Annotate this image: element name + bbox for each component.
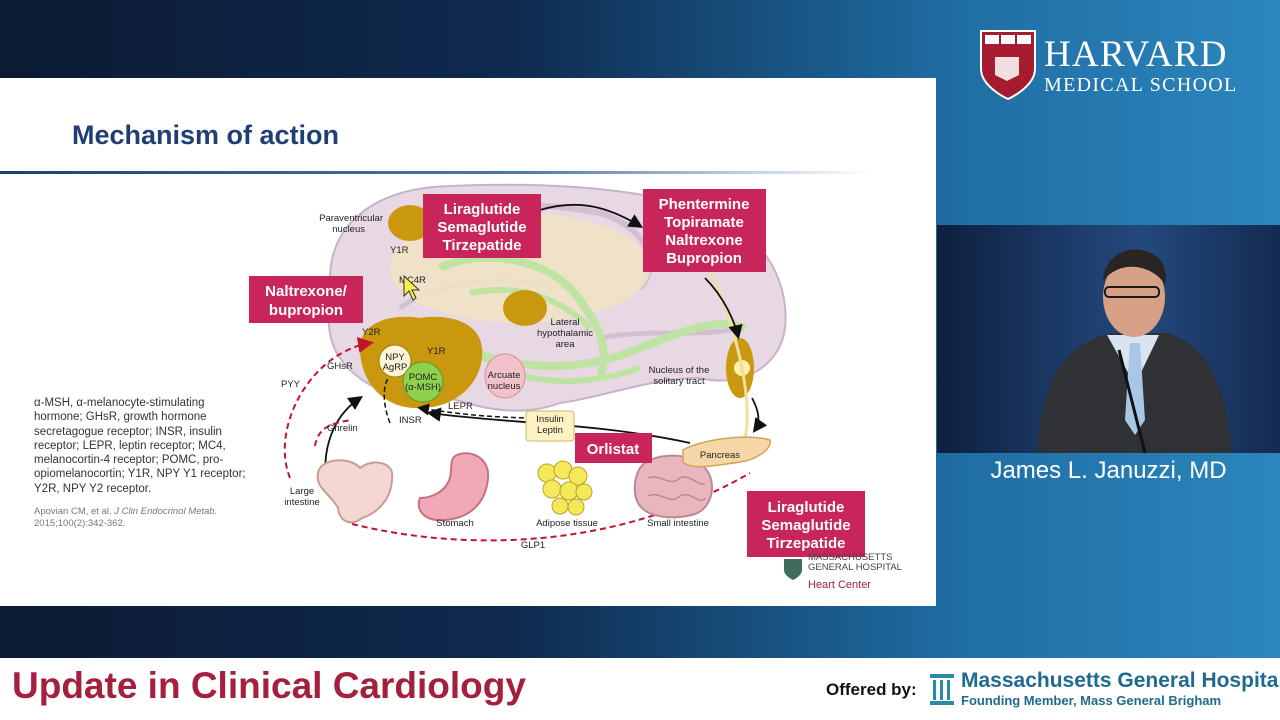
label-ghsr: GHsR (327, 361, 353, 372)
drug-orlistat: Orlistat (587, 441, 640, 458)
drug-naltrexone-line1: Naltrexone/ (265, 283, 348, 300)
citation-journal: J Clin Endocrinol Metab. (114, 506, 218, 517)
label-y2r: Y2R (362, 327, 381, 338)
label-arcuate-2: nucleus (488, 381, 521, 392)
speaker-figure (1037, 249, 1232, 453)
mouse-cursor-icon (403, 274, 421, 301)
mgh-subtitle: Founding Member, Mass General Brigham (961, 693, 1222, 708)
label-lateral-1: Lateral (550, 317, 579, 328)
drug-combo-line4: Bupropion (666, 250, 742, 267)
mechanism-diagram: Liraglutide Semaglutide Tirzepatide Phen… (249, 183, 902, 591)
mgh-heart-center-shield-icon (784, 559, 802, 580)
citation-authors: Apovian CM, et al. (34, 506, 115, 517)
drug-box-glp1-top: Liraglutide Semaglutide Tirzepatide (423, 194, 541, 258)
label-pomc: POMC (409, 372, 438, 383)
drug-glp1-top-line1: Liraglutide (444, 201, 521, 218)
slide: Mechanism of action α-MSH, α-melanocyte-… (0, 78, 936, 606)
drug-combo-line1: Phentermine (659, 196, 750, 213)
label-arcuate-1: Arcuate (488, 370, 521, 381)
drug-box-combo: Phentermine Topiramate Naltrexone Buprop… (643, 189, 766, 272)
label-paraventricular-1: Paraventricular (319, 213, 383, 224)
mgh-line3: Heart Center (808, 579, 871, 591)
label-insulin: Insulin (536, 414, 563, 425)
footer: Update in Clinical Cardiology Offered by… (0, 658, 1280, 720)
drug-glp1-bottom-line2: Semaglutide (761, 517, 850, 534)
insulin-leptin-box (525, 410, 575, 442)
drug-box-naltrexone: Naltrexone/ bupropion (249, 276, 363, 323)
large-intestine-shape (316, 459, 394, 524)
mgh-logo-icon (930, 674, 954, 705)
drug-combo-line3: Naltrexone (665, 232, 743, 249)
label-pyy: PYY (281, 379, 301, 390)
label-y1r-top: Y1R (390, 245, 409, 256)
mgh-line2: GENERAL HOSPITAL (808, 562, 902, 573)
label-leptin: Leptin (537, 425, 563, 436)
citation: Apovian CM, et al. J Clin Endocrinol Met… (34, 506, 254, 530)
label-lateral-3: area (555, 339, 575, 350)
harvard-school: MEDICAL SCHOOL (1044, 74, 1238, 96)
label-lateral-2: hypothalamic (537, 328, 593, 339)
label-small-intestine: Small intestine (647, 518, 709, 529)
label-alpha-msh: (α-MSH) (405, 382, 441, 393)
label-nts-2: solitary tract (653, 376, 705, 387)
drug-box-orlistat: Orlistat (575, 433, 652, 463)
drug-glp1-bottom-line3: Tirzepatide (767, 535, 846, 552)
drug-glp1-top-line2: Semaglutide (437, 219, 526, 236)
harvard-name: HARVARD (1044, 34, 1228, 75)
drug-naltrexone-line2: bupropion (269, 302, 343, 319)
label-lepr: LEPR (448, 401, 473, 412)
label-large-intestine-2: intestine (284, 497, 319, 508)
mgh-heart-center-logo: MASSACHUSETTS GENERAL HOSPITAL Heart Cen… (784, 552, 902, 591)
adipose-tissue-shape (537, 460, 593, 516)
label-glp1: GLP1 (521, 540, 545, 551)
label-mc4r: MC4R (399, 275, 426, 286)
speaker-video (937, 225, 1280, 453)
label-adipose: Adipose tissue (536, 518, 598, 529)
drug-box-glp1-bottom: Liraglutide Semaglutide Tirzepatide (747, 491, 865, 557)
label-large-intestine-1: Large (290, 486, 314, 497)
mgh-name: Massachusetts General Hospital (961, 669, 1280, 692)
label-npy: NPY (385, 352, 405, 363)
title-divider (0, 171, 872, 174)
label-nts-1: Nucleus of the (649, 365, 710, 376)
label-ghrelin: Ghrelin (327, 423, 358, 434)
footer-title: Update in Clinical Cardiology (12, 665, 526, 706)
mgh-line1: MASSACHUSETTS (808, 552, 892, 563)
citation-rest: 2015;100(2):342-362. (34, 518, 126, 529)
label-y1r-mid: Y1R (427, 346, 446, 357)
small-intestine-shape (633, 454, 714, 519)
stomach-shape (417, 452, 490, 522)
pancreas-shape (682, 436, 771, 468)
label-pancreas: Pancreas (700, 450, 740, 461)
label-insr: INSR (399, 415, 422, 426)
label-paraventricular-2: nucleus (332, 224, 365, 235)
speaker-name: James L. Januzzi, MD (990, 457, 1227, 484)
drug-glp1-top-line3: Tirzepatide (443, 237, 522, 254)
drug-glp1-bottom-line1: Liraglutide (768, 499, 845, 516)
drug-combo-line2: Topiramate (664, 214, 744, 231)
abbreviations-text: α-MSH, α-melanocyte-stimulating hormone;… (34, 397, 246, 495)
offered-by-label: Offered by: (826, 680, 917, 699)
label-agrp: AgRP (383, 362, 408, 373)
label-stomach: Stomach (436, 518, 474, 529)
harvard-wordmark: HARVARD MEDICAL SCHOOL (1044, 34, 1238, 97)
harvard-shield-icon (980, 30, 1036, 101)
slide-title: Mechanism of action (72, 120, 340, 150)
